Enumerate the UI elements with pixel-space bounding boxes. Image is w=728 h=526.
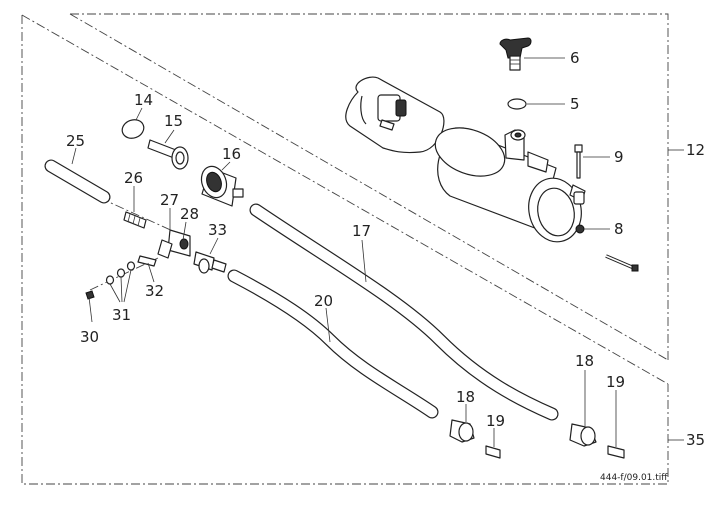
union-nut-18-lower[interactable] <box>449 419 475 443</box>
callout-12: 12 <box>686 141 705 159</box>
callout-33: 33 <box>208 221 227 239</box>
callout-27: 27 <box>160 191 179 209</box>
leader-lines <box>71 57 684 447</box>
reflector-shell <box>345 76 445 154</box>
tube-25[interactable] <box>44 159 111 204</box>
callout-20: 20 <box>314 292 333 310</box>
callout-25: 25 <box>66 132 85 150</box>
boundary-group-12 <box>70 13 669 360</box>
boundary-diagonal-12 <box>69 13 669 361</box>
nipple-33[interactable] <box>193 251 227 274</box>
callout-28: 28 <box>180 205 199 223</box>
callout-19-lower: 19 <box>486 412 505 430</box>
o-ring-14[interactable] <box>120 117 147 141</box>
callout-35: 35 <box>686 431 705 449</box>
callout-8: 8 <box>614 220 624 238</box>
adjustment-knob-6[interactable] <box>499 37 532 71</box>
screw-30[interactable] <box>85 290 95 300</box>
nipple-19-upper[interactable] <box>607 445 625 459</box>
bushing-15[interactable] <box>147 139 189 170</box>
callout-18-lower: 18 <box>456 388 475 406</box>
callout-16: 16 <box>222 145 241 163</box>
boundary-group-35 <box>21 15 669 485</box>
callout-31: 31 <box>112 306 131 324</box>
file-code-label: 444-f/09.01.tiff <box>600 473 668 483</box>
nut-8[interactable] <box>575 224 585 234</box>
lamp-socket-16[interactable] <box>197 163 244 207</box>
screw-9[interactable] <box>574 144 583 179</box>
long-bolt[interactable] <box>605 254 639 272</box>
callout-18-upper: 18 <box>575 352 594 370</box>
callout-17: 17 <box>352 222 371 240</box>
callout-14: 14 <box>134 91 153 109</box>
group-boundaries <box>21 13 669 485</box>
nipple-19-lower[interactable] <box>485 445 501 459</box>
callout-5: 5 <box>570 95 580 113</box>
callout-30: 30 <box>80 328 99 346</box>
callout-15: 15 <box>164 112 183 130</box>
clip-32[interactable] <box>137 255 157 267</box>
union-nut-18-upper[interactable] <box>569 423 597 447</box>
callout-6: 6 <box>570 49 580 67</box>
o-ring-5[interactable] <box>507 98 527 110</box>
lamp-housing <box>434 127 586 243</box>
callout-9: 9 <box>614 148 624 166</box>
alignment-axis-left <box>99 197 176 233</box>
connector-26[interactable] <box>123 211 147 229</box>
hose-17[interactable] <box>249 203 559 421</box>
terminal-block-27-28[interactable] <box>157 229 191 259</box>
callout-26: 26 <box>124 169 143 187</box>
callout-19-upper: 19 <box>606 373 625 391</box>
callout-32: 32 <box>145 282 164 300</box>
boundary-diagonal-35 <box>21 14 669 385</box>
